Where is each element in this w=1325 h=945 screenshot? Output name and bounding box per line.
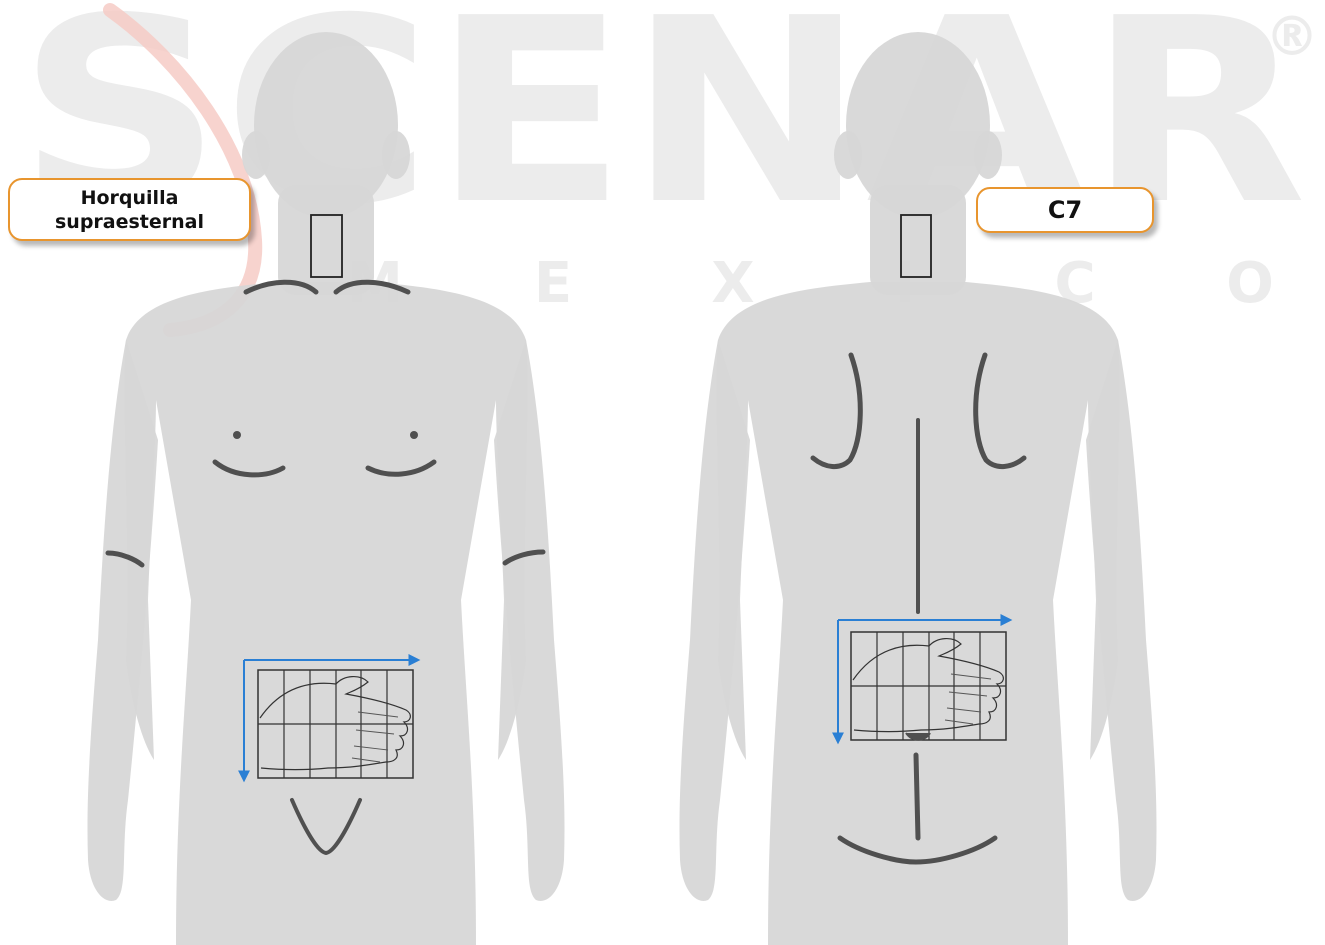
callout-horquilla-supraesternal: Horquilla supraesternal — [8, 178, 251, 241]
callout-front-label: Horquilla supraesternal — [10, 186, 249, 234]
callout-back-label: C7 — [1048, 196, 1082, 224]
callout-c7: C7 — [976, 187, 1154, 233]
left-nipple-dot — [233, 431, 241, 439]
watermark-letter: E — [534, 251, 572, 316]
brand-watermark: SCENAR ® M E X I C O — [17, 0, 1319, 330]
gluteal-cleft-line — [916, 755, 918, 838]
watermark-letter: X — [711, 251, 754, 316]
watermark-registered-symbol: ® — [1265, 5, 1319, 68]
watermark-letter: O — [1226, 251, 1274, 316]
right-nipple-dot — [410, 431, 418, 439]
